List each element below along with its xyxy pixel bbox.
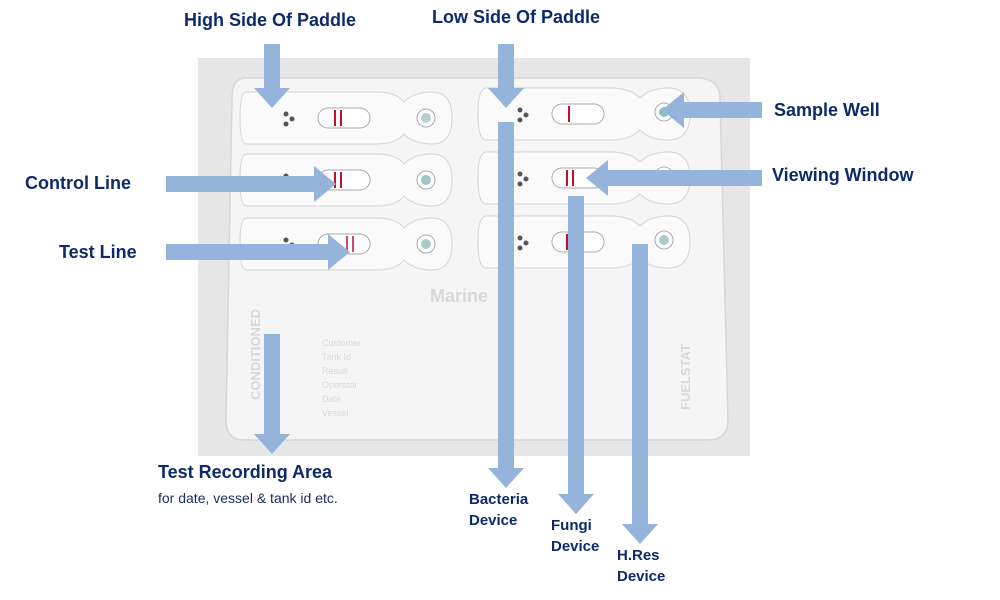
arrow-viewing-window	[586, 160, 762, 196]
label-test-recording-sub: for date, vessel & tank id etc.	[158, 490, 338, 506]
annotation-arrows	[166, 44, 762, 544]
plate-brand: Marine	[430, 286, 488, 306]
plate-field: Tank Id	[322, 352, 351, 362]
label-test-line: Test Line	[59, 242, 137, 262]
arrow-high-side	[254, 44, 290, 108]
plate-field: Date	[322, 394, 341, 404]
plate-field: Result	[322, 366, 348, 376]
arrow-bacteria	[488, 122, 524, 488]
label-low-side: Low Side Of Paddle	[432, 7, 601, 27]
label-high-side: High Side Of Paddle	[184, 10, 357, 30]
arrow-test-line	[166, 234, 350, 270]
label-control-line: Control Line	[25, 173, 131, 193]
paddle-right-1	[477, 87, 691, 141]
label-hres-line2: Device	[617, 568, 666, 585]
plate-side-right: FUELSTAT	[678, 344, 693, 410]
label-fungi-line2: Device	[551, 538, 600, 555]
arrow-sample-well	[662, 92, 762, 128]
label-test-recording-area: Test Recording Area	[158, 462, 333, 482]
plate-side-left: CONDITIONED	[248, 309, 263, 400]
label-viewing-window: Viewing Window	[772, 165, 914, 185]
label-hres-line1: H.Res	[617, 547, 660, 564]
plate-field: Operator	[322, 380, 358, 390]
arrow-fungi	[558, 196, 594, 514]
arrow-low-side	[488, 44, 524, 108]
label-hres-device: H.Res Device	[617, 545, 665, 587]
label-bacteria-line2: Device	[469, 512, 518, 529]
arrow-hres	[622, 244, 658, 544]
arrow-control-line	[166, 166, 336, 202]
label-bacteria-device: Bacteria Device	[469, 489, 528, 531]
label-sample-well: Sample Well	[774, 100, 880, 120]
control-line-mark	[334, 110, 336, 126]
label-bacteria-line1: Bacteria	[469, 491, 529, 508]
label-fungi-device: Fungi Device	[551, 515, 599, 557]
label-fungi-line1: Fungi	[551, 517, 592, 534]
arrow-test-recording	[254, 334, 290, 454]
plate-field: Vessel	[322, 408, 349, 418]
paddle-left-1	[239, 91, 453, 145]
plate-field: Customer	[322, 338, 361, 348]
